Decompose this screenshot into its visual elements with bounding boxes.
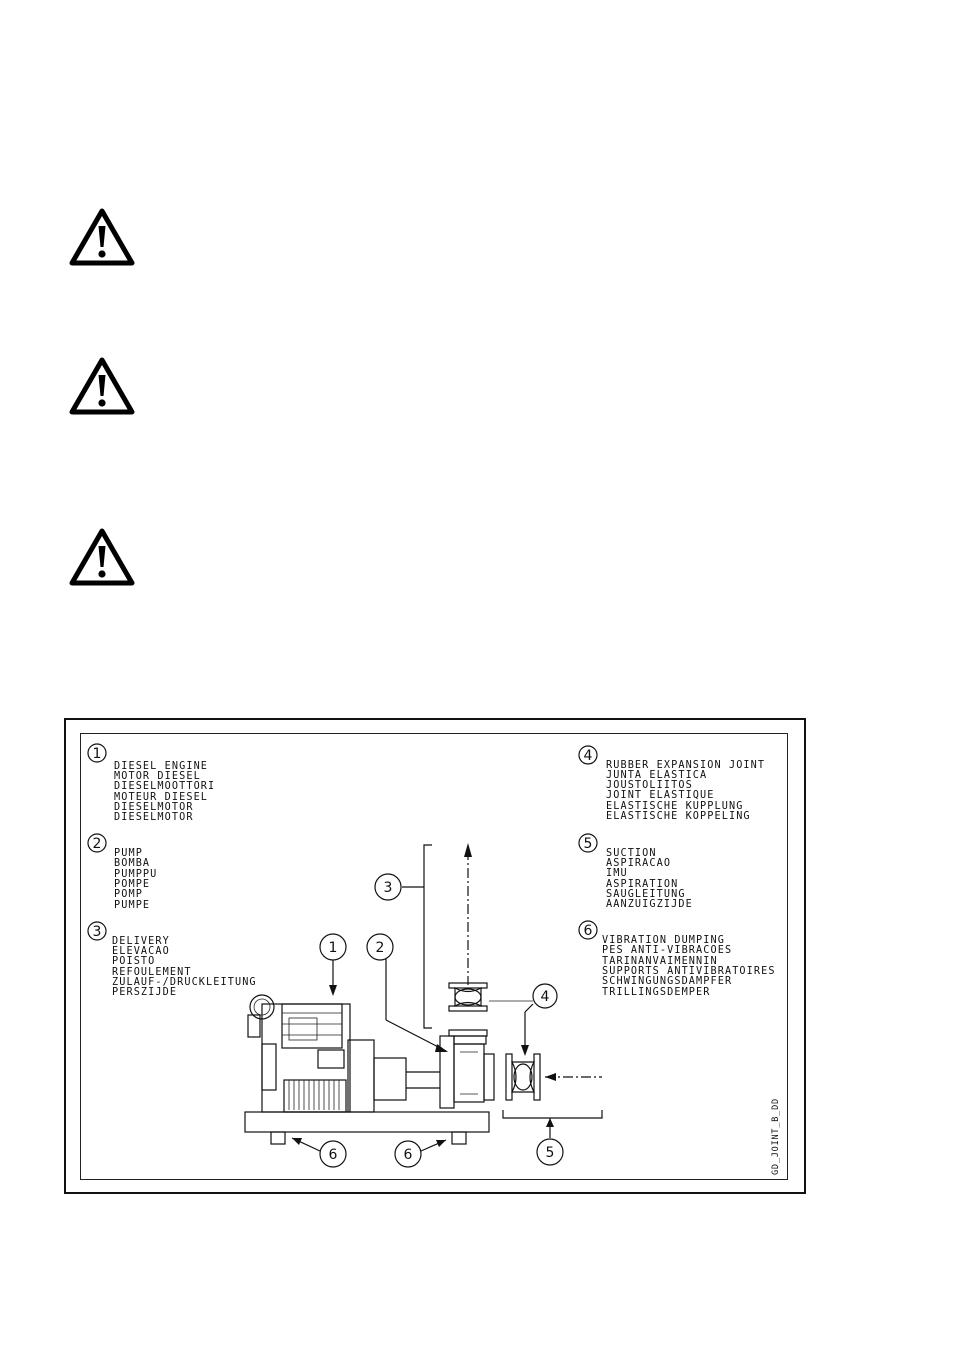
baseframe [244, 1111, 490, 1145]
legend-line: JOINT ELASTIQUE [606, 790, 715, 801]
legend-line: VIBRATION DUMPING [602, 935, 725, 946]
legend-line: ASPIRACAO [606, 858, 671, 869]
legend-line: ASPIRATION [606, 879, 678, 890]
legend-line: DELIVERY [112, 936, 170, 947]
callout-6: 6 [329, 1147, 338, 1163]
legend-line: ZULAUF-/DRUCKLEITUNG [112, 977, 257, 988]
callout-6-right: 6 [394, 1139, 447, 1168]
legend-line: IMU [606, 868, 628, 879]
legend-line: SAUGLEITUNG [606, 889, 686, 900]
legend-line: TARINANVAIMENNIN [602, 956, 718, 967]
legend-line: DIESEL ENGINE [114, 761, 208, 772]
legend-number: 2 [93, 836, 102, 852]
legend-line: PERSZIJDE [112, 987, 177, 998]
legend-line: DIESELMOTOR [114, 812, 194, 823]
callout-2-group: 2 [366, 933, 448, 1052]
legend-line: MOTEUR DIESEL [114, 792, 208, 803]
warning-triangle-icon [69, 528, 135, 586]
legend-block-6: 6 VIBRATION DUMPING PES ANTI-VIBRACOES T… [578, 920, 776, 998]
legend-block-3: 3 DELIVERY ELEVACAO POISTO REFOULEMENT Z… [87, 921, 257, 998]
legend-line: TRILLINGSDEMPER [602, 987, 711, 998]
delivery-bracket: 3 [374, 844, 432, 1029]
figure-inner-border [80, 733, 788, 1180]
legend-line: ELASTISCHE KUPPLUNG [606, 801, 743, 812]
legend-number: 1 [93, 746, 102, 762]
legend-line: RUBBER EXPANSION JOINT [606, 760, 765, 771]
legend-line: PUMPPU [114, 869, 157, 880]
callout-2: 2 [376, 940, 385, 956]
legend-line: SCHWINGUNGSDAMPFER [602, 976, 732, 987]
legend-block-5: 5 SUCTION ASPIRACAO IMU ASPIRATION SAUGL… [578, 833, 693, 910]
legend-line: ELASTISCHE KOPPELING [606, 811, 751, 822]
legend-line: PES ANTI-VIBRACOES [602, 945, 732, 956]
legend-line: JOUSTOLIITOS [606, 780, 693, 791]
diesel-engine-drawing [247, 994, 440, 1113]
legend-line: JUNTA ELASTICA [606, 770, 707, 781]
warning-triangle-icon [69, 357, 135, 415]
callout-6: 6 [404, 1147, 413, 1163]
legend-line: DIESELMOTOR [114, 802, 194, 813]
legend-line: MOTOR DIESEL [114, 771, 201, 782]
legend-number: 6 [584, 923, 593, 939]
legend-line: PUMPE [114, 900, 150, 911]
legend-block-4: 4 RUBBER EXPANSION JOINT JUNTA ELASTICA … [578, 745, 765, 822]
warning-triangle-icon [69, 208, 135, 266]
legend-number: 4 [584, 748, 593, 764]
legend-line: POMP [114, 889, 143, 900]
callout-5: 5 [546, 1145, 555, 1161]
legend-line: ELEVACAO [112, 946, 170, 957]
legend-line: REFOULEMENT [112, 967, 192, 978]
callout-3: 3 [384, 880, 393, 896]
suction-bracket: 5 [502, 1110, 603, 1166]
legend-number: 3 [93, 924, 102, 940]
legend-line: AANZUIGZIJDE [606, 899, 693, 910]
figure-frame [64, 718, 806, 1194]
drawing-code: GD_JOINT_B_DD [771, 1098, 781, 1175]
legend-line: SUCTION [606, 848, 657, 859]
callout-6-left: 6 [291, 1137, 347, 1168]
legend-line: POISTO [112, 956, 155, 967]
legend-line: BOMBA [114, 858, 150, 869]
callout-4: 4 [541, 989, 550, 1005]
legend-block-2: 2 PUMP BOMBA PUMPPU POMPE POMP PUMPE [87, 833, 157, 911]
legend-line: SUPPORTS ANTIVIBRATOIRES [602, 966, 776, 977]
callout-1: 1 [329, 940, 338, 956]
suction-expansion-joint [505, 1053, 602, 1101]
legend-number: 5 [584, 836, 593, 852]
pump-drawing [439, 1035, 495, 1109]
legend-line: PUMP [114, 848, 143, 859]
legend-line: POMPE [114, 879, 150, 890]
legend-line: DIESELMOOTTORI [114, 781, 215, 792]
upper-expansion-joint [448, 982, 488, 1037]
legend-block-1: 1 DIESEL ENGINE MOTOR DIESEL DIESELMOOTT… [87, 743, 215, 823]
callout-1-group: 1 [319, 933, 347, 996]
callout-4-group: 4 [489, 983, 558, 1056]
